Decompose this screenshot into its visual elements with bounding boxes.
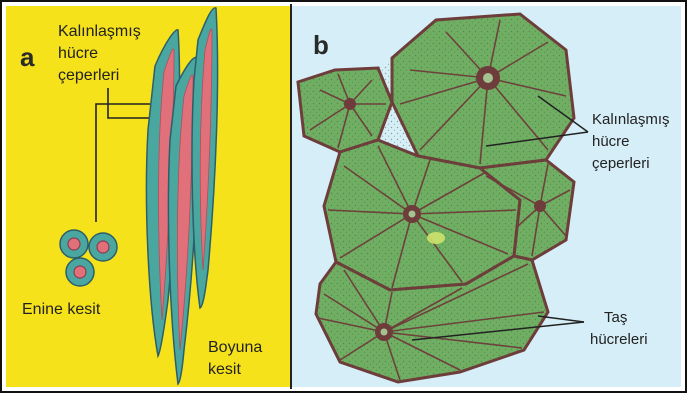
- label-longitudinal-1: Boyuna: [208, 339, 262, 356]
- panel-a-letter: a: [20, 42, 35, 72]
- label-stone-cells-2: hücreleri: [590, 331, 648, 348]
- label-thickened-walls-a-1: Kalınlaşmış: [58, 23, 141, 40]
- label-thickened-walls-a-2: hücre: [58, 45, 98, 62]
- panel-b: b: [292, 6, 681, 387]
- label-thickened-walls-b-2: hücre: [592, 133, 630, 150]
- label-thickened-walls-b-3: çeperleri: [592, 155, 650, 172]
- panel-a: a Kalınlaşmış hücre çeperleri: [6, 6, 290, 387]
- label-cross-section: Enine kesit: [22, 301, 101, 318]
- label-longitudinal-2: kesit: [208, 361, 241, 378]
- label-thickened-walls-a-3: çeperleri: [58, 67, 119, 84]
- label-stone-cells-1: Taş: [604, 309, 627, 326]
- label-thickened-walls-b-1: Kalınlaşmış: [592, 111, 670, 128]
- panel-b-letter: b: [313, 30, 329, 60]
